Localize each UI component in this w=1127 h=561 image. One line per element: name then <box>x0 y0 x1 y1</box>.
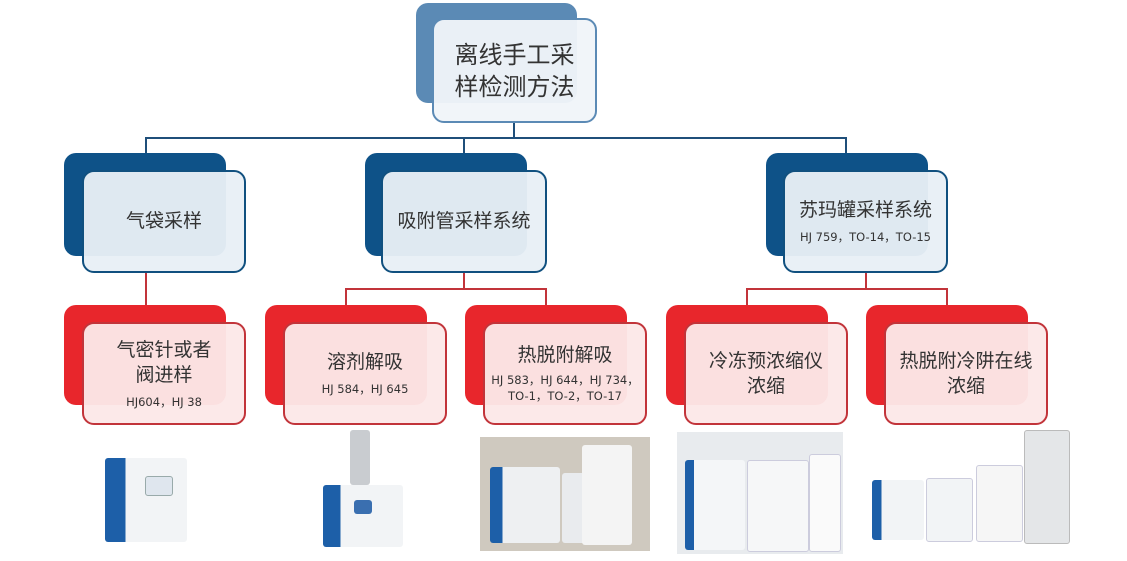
node-title: 气密针或者阀进样 <box>116 338 212 386</box>
node-title: 苏玛罐采样系统 <box>798 199 932 221</box>
cryo-concentrator-photo <box>677 432 843 554</box>
node-standards: HJ 584，HJ 645 <box>321 382 409 396</box>
node-standards: HJ 583，HJ 644，HJ 734，TO-1，TO-2，TO-17 <box>491 373 639 403</box>
connector <box>145 137 147 154</box>
connector <box>463 137 465 154</box>
node-title: 热脱附冷阱在线浓缩 <box>899 349 1033 397</box>
connector <box>463 272 465 289</box>
node-title: 冷冻预浓缩仪浓缩 <box>708 349 823 397</box>
connector <box>946 288 948 306</box>
connector <box>545 288 547 306</box>
node-standards: HJ604，HJ 38 <box>126 394 202 409</box>
td-gc-photo <box>480 437 650 551</box>
td-cold-trap-photo <box>872 430 1072 546</box>
connector <box>746 288 748 306</box>
root-title: 离线手工采样检测方法 <box>454 40 575 101</box>
connector <box>865 272 867 289</box>
connector <box>145 272 147 306</box>
gc-autosampler-image <box>318 430 408 550</box>
connector <box>145 137 847 139</box>
gc-instrument-image <box>105 458 190 544</box>
connector <box>345 288 347 306</box>
connector <box>513 122 515 138</box>
connector <box>345 288 547 290</box>
node-title: 热脱附解吸 <box>517 344 613 366</box>
connector <box>746 288 948 290</box>
node-standards: HJ 759，TO-14，TO-15 <box>799 230 931 244</box>
node-title: 气袋采样 <box>125 210 202 232</box>
node-title: 溶剂解吸 <box>326 351 403 373</box>
connector <box>845 137 847 154</box>
node-title: 吸附管采样系统 <box>397 210 531 232</box>
